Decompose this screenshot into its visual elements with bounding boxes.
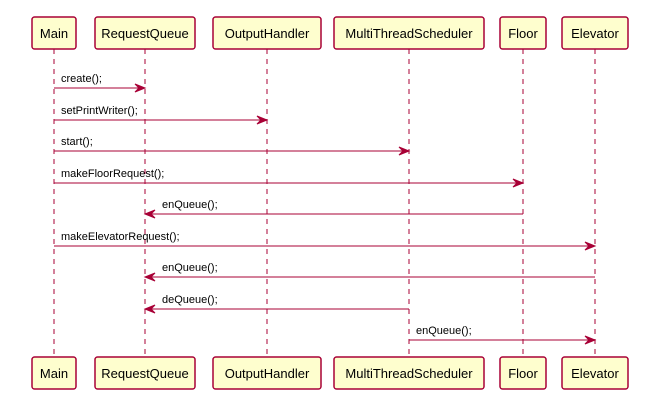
participant-box — [212, 356, 322, 390]
message-6: makeElevatorRequest(); — [54, 231, 597, 251]
participant-label: MultiThreadScheduler — [345, 366, 473, 381]
participant-outputhandler-bottom: OutputHandler — [212, 356, 322, 390]
participant-box — [561, 16, 629, 50]
participant-multithreadscheduler-top: MultiThreadScheduler — [333, 16, 485, 50]
message-2: setPrintWriter(); — [54, 105, 269, 125]
participant-label: RequestQueue — [101, 26, 188, 41]
message-arrowhead — [256, 115, 269, 125]
message-5: enQueue(); — [143, 199, 523, 219]
message-arrowhead — [512, 178, 525, 188]
message-label: start(); — [61, 136, 93, 148]
participant-box — [333, 16, 485, 50]
participant-label: Floor — [508, 366, 538, 381]
participant-elevator-top: Elevator — [561, 16, 629, 50]
message-arrowhead — [143, 272, 156, 282]
message-label: enQueue(); — [416, 325, 472, 337]
message-arrowhead — [584, 335, 597, 345]
message-4: makeFloorRequest(); — [54, 168, 525, 188]
participant-box — [499, 356, 547, 390]
participant-label: Main — [40, 366, 68, 381]
participant-label: Main — [40, 26, 68, 41]
participant-floor-top: Floor — [499, 16, 547, 50]
message-label: makeFloorRequest(); — [61, 168, 164, 180]
participant-main-top: Main — [31, 16, 77, 50]
message-7: enQueue(); — [143, 262, 595, 282]
message-arrowhead — [143, 209, 156, 219]
message-label: deQueue(); — [162, 294, 218, 306]
participant-box — [31, 16, 77, 50]
participant-requestqueue-top: RequestQueue — [94, 16, 196, 50]
participant-label: MultiThreadScheduler — [345, 26, 473, 41]
participant-outputhandler-top: OutputHandler — [212, 16, 322, 50]
message-label: makeElevatorRequest(); — [61, 231, 180, 243]
participant-requestqueue-bottom: RequestQueue — [94, 356, 196, 390]
message-label: enQueue(); — [162, 199, 218, 211]
participant-floor-bottom: Floor — [499, 356, 547, 390]
message-8: deQueue(); — [143, 294, 409, 314]
message-arrowhead — [398, 146, 411, 156]
participant-label: OutputHandler — [225, 366, 310, 381]
message-arrowhead — [134, 83, 147, 93]
message-label: enQueue(); — [162, 262, 218, 274]
participant-label: RequestQueue — [101, 366, 188, 381]
participant-box — [499, 16, 547, 50]
participant-box — [31, 356, 77, 390]
participant-box — [94, 16, 196, 50]
message-label: create(); — [61, 73, 102, 85]
participant-multithreadscheduler-bottom: MultiThreadScheduler — [333, 356, 485, 390]
participant-label: Elevator — [571, 366, 619, 381]
participant-box — [561, 356, 629, 390]
participant-label: OutputHandler — [225, 26, 310, 41]
message-arrowhead — [584, 241, 597, 251]
participant-label: Floor — [508, 26, 538, 41]
message-1: create(); — [54, 73, 147, 93]
message-3: start(); — [54, 136, 411, 156]
participant-box — [333, 356, 485, 390]
message-arrowhead — [143, 304, 156, 314]
message-9: enQueue(); — [409, 325, 597, 345]
participant-elevator-bottom: Elevator — [561, 356, 629, 390]
participant-label: Elevator — [571, 26, 619, 41]
participant-box — [94, 356, 196, 390]
participant-box — [212, 16, 322, 50]
message-label: setPrintWriter(); — [61, 105, 138, 117]
participant-main-bottom: Main — [31, 356, 77, 390]
